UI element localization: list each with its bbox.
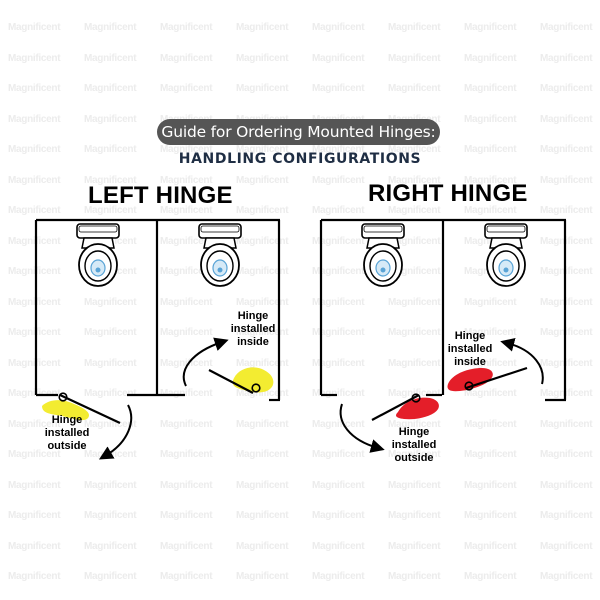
door-panel	[208, 369, 254, 394]
toilet-icon	[76, 223, 120, 287]
hinge-highlight	[42, 400, 90, 421]
right-outside-hinge-label: Hinge installed outside	[391, 426, 437, 464]
swing-arrow-icon	[182, 337, 229, 387]
right-inside-hinge-label: Hinge installed inside	[447, 330, 493, 368]
door-panel	[465, 366, 528, 390]
left-hinge-title: LEFT HINGE	[88, 182, 233, 209]
door-panel	[59, 394, 121, 424]
swing-arrow-icon	[339, 403, 385, 453]
stall-walls	[34, 218, 281, 402]
left-hinge-diagram	[34, 218, 281, 460]
hinge-icon	[464, 381, 474, 391]
banner-title: Guide for Ordering Mounted Hinges:	[157, 119, 440, 145]
stall-walls	[319, 218, 567, 402]
toilet-icon	[198, 223, 242, 287]
hinge-highlight	[396, 397, 439, 420]
left-outside-hinge-label: Hinge installed outside	[44, 414, 90, 452]
hinge-highlight	[447, 368, 493, 392]
right-hinge-diagram	[319, 218, 567, 453]
door-panel	[371, 394, 420, 421]
swing-arrow-icon	[500, 337, 544, 385]
hinge-icon	[251, 383, 261, 393]
toilet-icon	[361, 223, 405, 287]
left-inside-hinge-label: Hinge installed inside	[230, 310, 276, 348]
page-subtitle: HANDLING CONFIGURATIONS	[178, 151, 422, 167]
swing-arrow-icon	[98, 404, 133, 460]
toilet-icon	[484, 223, 528, 287]
hinge-icon	[58, 392, 68, 402]
hinge-highlight	[232, 367, 274, 393]
hinge-icon	[411, 393, 421, 403]
right-hinge-title: RIGHT HINGE	[368, 180, 528, 207]
